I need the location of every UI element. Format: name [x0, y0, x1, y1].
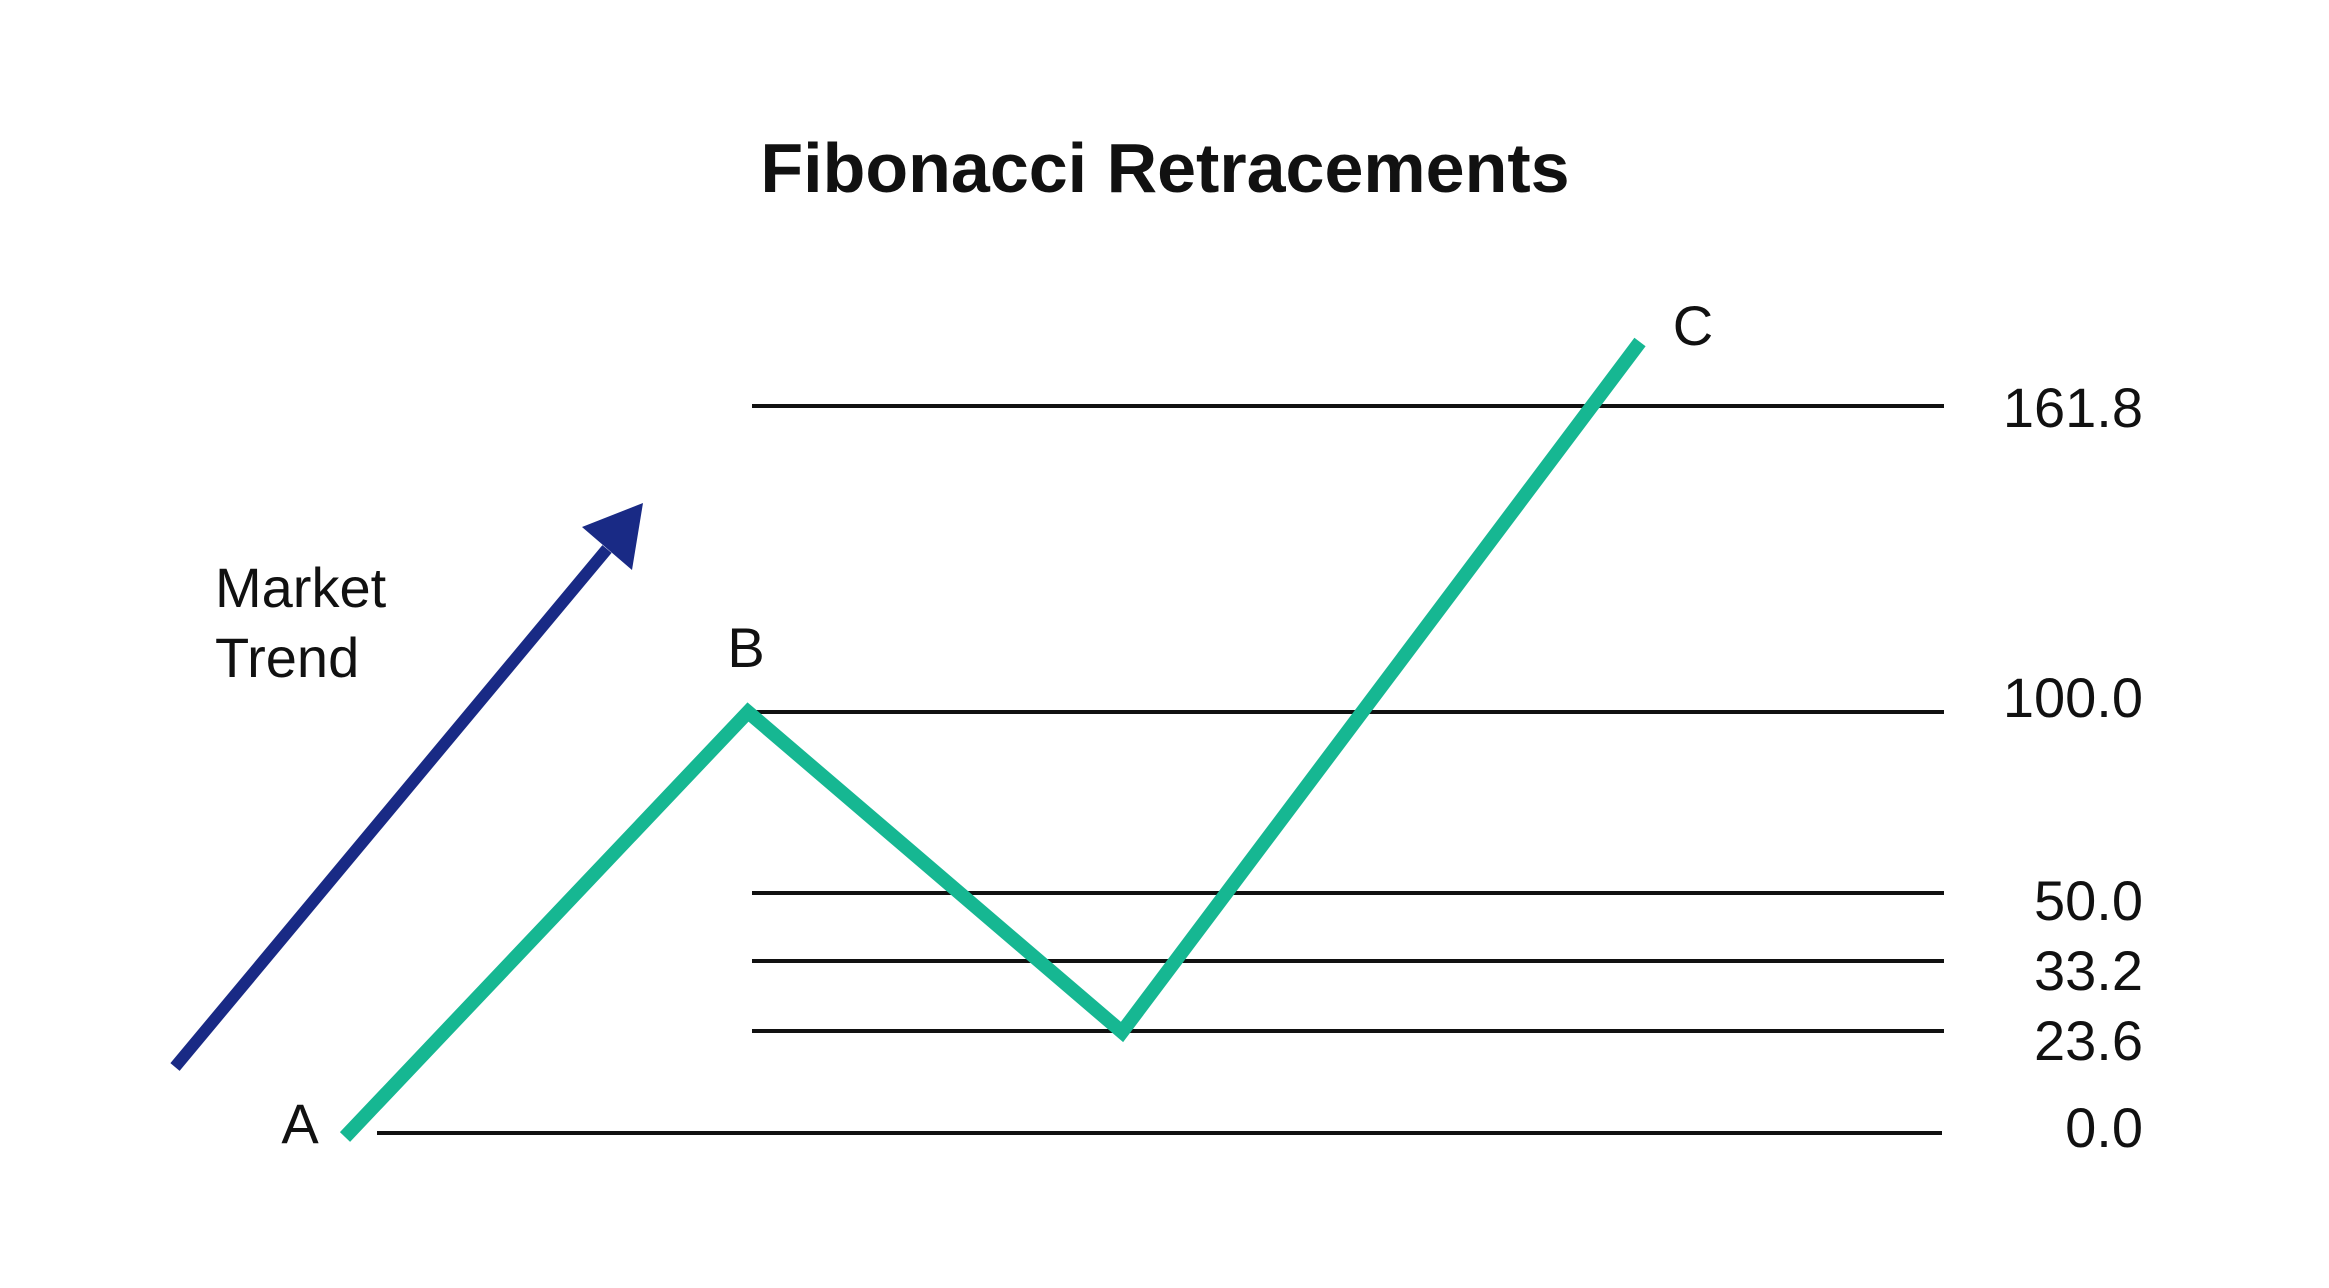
trend-arrow-head-icon: [582, 503, 643, 570]
level-label-100-0: 100.0: [2003, 666, 2143, 729]
market-trend-label-line2: Trend: [215, 626, 359, 689]
trend-arrow-shaft: [170, 545, 612, 1071]
price-wave-line: [339, 337, 1646, 1142]
level-label-161-8: 161.8: [2003, 376, 2143, 439]
market-trend-label-line1: Market: [215, 556, 387, 619]
level-label-23-6: 23.6: [2034, 1009, 2143, 1072]
market-trend-label: Market Trend: [215, 556, 387, 689]
level-lines: [377, 404, 1944, 1135]
swing-point-labels: A B C: [281, 294, 1713, 1155]
point-label-a: A: [281, 1092, 319, 1155]
level-label-50-0: 50.0: [2034, 869, 2143, 932]
level-label-33-2: 33.2: [2034, 939, 2143, 1002]
level-labels: 161.8 100.0 50.0 33.2 23.6 0.0: [2003, 376, 2143, 1159]
point-label-c: C: [1673, 294, 1713, 357]
market-trend-arrow: [170, 503, 643, 1071]
page-title: Fibonacci Retracements: [760, 129, 1569, 207]
level-label-0-0: 0.0: [2065, 1096, 2143, 1159]
point-label-b: B: [727, 616, 764, 679]
